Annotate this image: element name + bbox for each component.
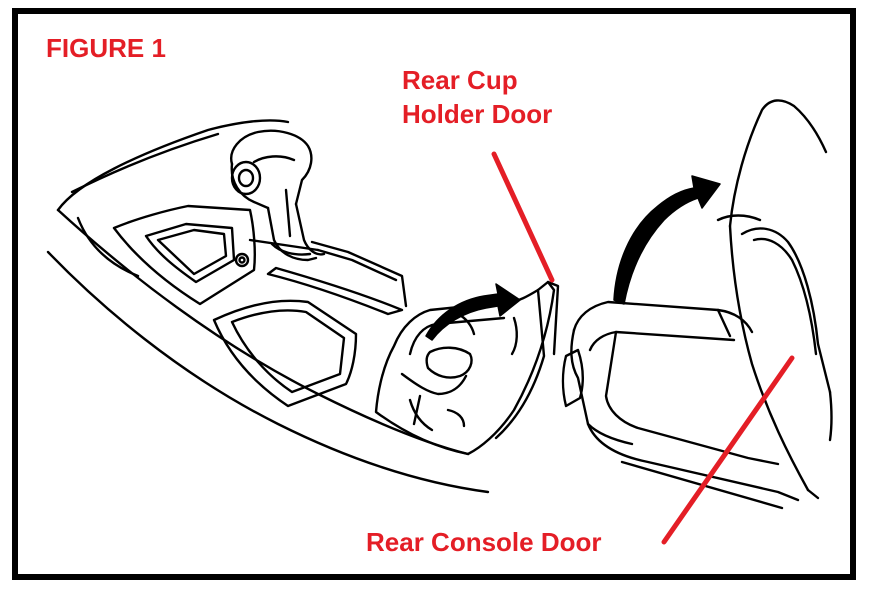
gear-gate bbox=[248, 238, 408, 316]
middle-tray bbox=[212, 299, 358, 408]
rear-console-door bbox=[716, 99, 833, 500]
cup-holder-door-label-line2: Holder Door bbox=[402, 99, 553, 129]
rear-console-box bbox=[561, 300, 800, 510]
figure-title: FIGURE 1 bbox=[46, 33, 166, 63]
console-body-outline bbox=[46, 119, 490, 494]
cup-holder-door-label-line1: Rear Cup bbox=[402, 65, 518, 95]
console-lid-arrow bbox=[613, 175, 721, 305]
console-line-drawing bbox=[46, 99, 833, 545]
console-door-label: Rear Console Door bbox=[366, 527, 602, 557]
cup-holder-arrow bbox=[425, 283, 521, 341]
figure-frame: FIGURE 1 Rear Cup Holder Door Rear Conso… bbox=[12, 8, 856, 580]
gear-shifter bbox=[230, 129, 326, 262]
cup-holder-leader bbox=[491, 151, 555, 283]
console-door-leader bbox=[661, 355, 795, 545]
leader-lines bbox=[491, 151, 795, 545]
front-storage-bin bbox=[112, 204, 256, 306]
motion-arrows bbox=[425, 175, 721, 341]
